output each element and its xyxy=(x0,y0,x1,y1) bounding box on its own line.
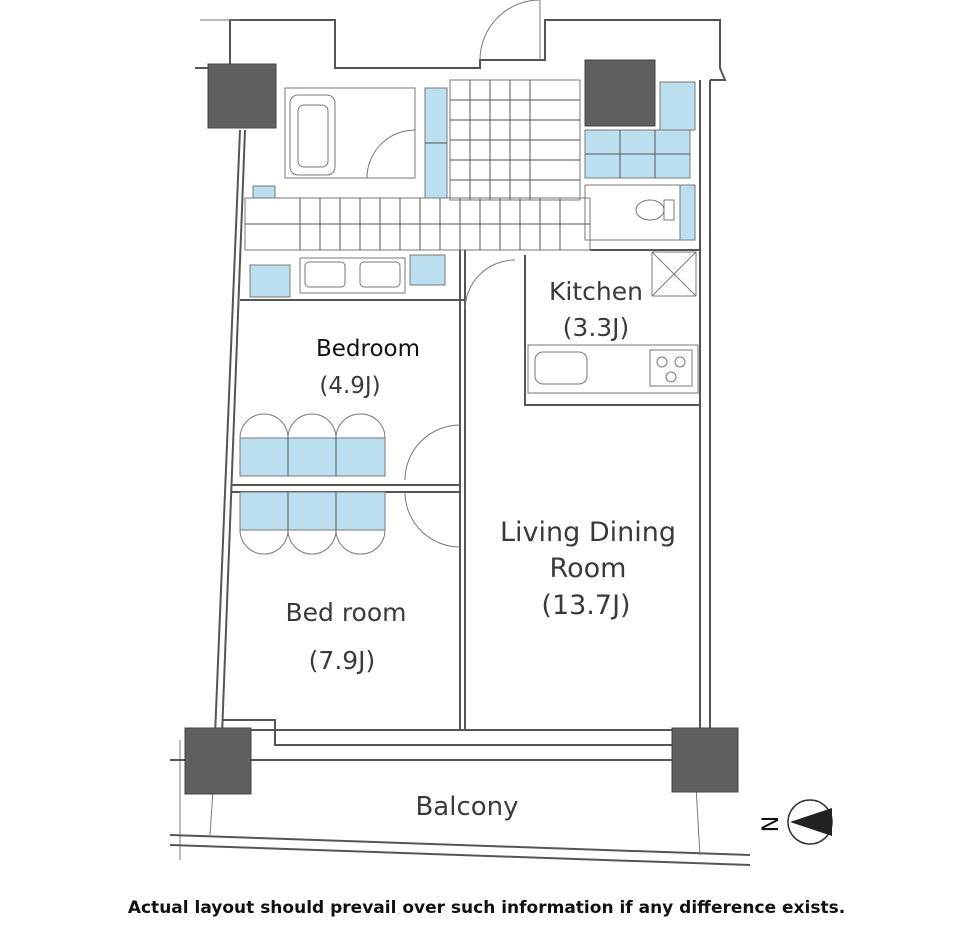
interior-walls xyxy=(232,249,700,730)
tiled-corridor xyxy=(244,0,591,251)
bedroom1-size: (4.9J) xyxy=(319,373,380,399)
bathroom xyxy=(284,87,416,179)
balcony-name: Balcony xyxy=(415,792,518,822)
kitchen-name: Kitchen xyxy=(549,277,643,306)
kitchen-size: (3.3J) xyxy=(563,313,630,342)
north-compass-icon: N xyxy=(759,799,833,845)
structural-columns xyxy=(184,59,739,795)
bedroom-closets xyxy=(239,413,386,555)
balcony-area xyxy=(169,759,751,866)
bedroom2-size: (7.9J) xyxy=(309,646,376,675)
bedroom2-name: Bed room xyxy=(285,598,406,627)
bedroom1-name: Bedroom xyxy=(316,336,420,362)
living-name-line2: Room xyxy=(550,553,627,584)
kitchen-counter xyxy=(527,251,699,394)
living-size: (13.7J) xyxy=(541,590,630,621)
storage-fixtures xyxy=(249,81,696,298)
disclaimer-text: Actual layout should prevail over such i… xyxy=(127,898,846,918)
living-name-line1: Living Dining xyxy=(500,517,676,548)
outer-walls xyxy=(179,19,727,860)
toilet xyxy=(584,184,681,241)
compass-label: N xyxy=(759,816,784,832)
